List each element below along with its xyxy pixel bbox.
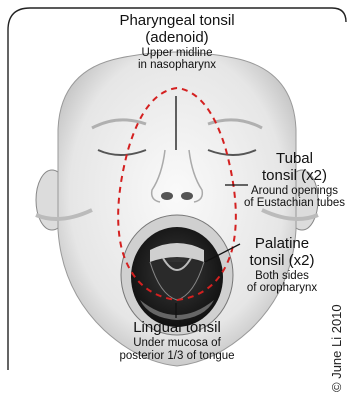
tubal-detail-line-2: of Eustachian tubes [235, 197, 354, 210]
palatine-detail-line-1: Both sides [235, 270, 329, 283]
lingual-detail-line-1: Under mucosa of [62, 337, 292, 350]
pharyngeal-detail-line-2: in nasopharynx [64, 59, 290, 72]
pharyngeal-detail-line-1: Upper midline [64, 47, 290, 60]
palatine-title-line-2: tonsil (x2) [235, 253, 329, 270]
pharyngeal-title-line-2: (adenoid) [64, 30, 290, 47]
tubal-detail-line-1: Around openings [235, 185, 354, 198]
pharyngeal-title-line-1: Pharyngeal tonsil [64, 13, 290, 30]
pharyngeal-label: Pharyngeal tonsil (adenoid) Upper midlin… [64, 13, 290, 72]
right-nostril [181, 192, 193, 200]
lingual-label: Lingual tonsil Under mucosa of posterior… [62, 320, 292, 363]
copyright-credit: © June Li 2010 [329, 304, 344, 392]
tubal-title-line-1: Tubal [235, 151, 354, 168]
left-nostril [161, 192, 173, 200]
lingual-title-line-1: Lingual tonsil [62, 320, 292, 337]
palatine-detail-line-2: of oropharynx [235, 282, 329, 295]
palatine-title-line-1: Palatine [235, 236, 329, 253]
lingual-detail-line-2: posterior 1/3 of tongue [62, 350, 292, 363]
tubal-title-line-2: tonsil (x2) [235, 168, 354, 185]
tubal-label: Tubal tonsil (x2) Around openings of Eus… [235, 151, 354, 210]
palatine-label: Palatine tonsil (x2) Both sides of oroph… [235, 236, 329, 295]
